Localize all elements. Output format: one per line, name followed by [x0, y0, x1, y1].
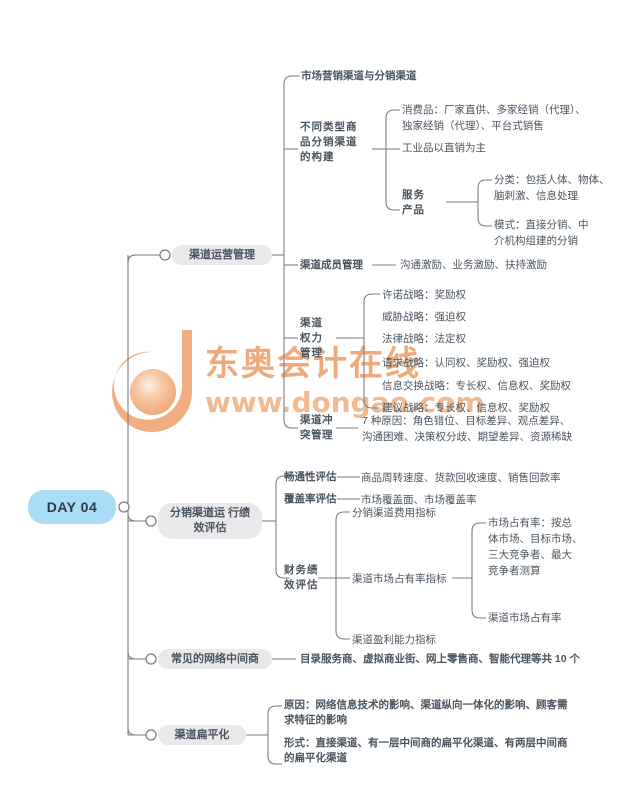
node-threat-strategy[interactable]: 威胁战略：强迫权	[382, 311, 466, 323]
node-smoothness-evaluation[interactable]: 畅通性评估	[284, 471, 337, 483]
branch-common-network-intermediaries[interactable]: 常见的网络中间商	[158, 649, 272, 669]
node-channel-market-share[interactable]: 渠道市场占有率	[488, 612, 562, 624]
node-smoothness-evaluation-value[interactable]: 商品周转速度、货款回收速度、销售回款率	[361, 472, 561, 484]
node-flattening-forms[interactable]: 形式：直接渠道、有一层中间商的扁平化渠道、有两层中间商 的扁平化渠道	[284, 737, 568, 764]
node-coverage-evaluation[interactable]: 覆盖率评估	[284, 493, 337, 505]
node-flattening-causes[interactable]: 原因：网络信息技术的影响、渠道纵向一体化的影响、顾客需 求特征的影响	[284, 699, 568, 726]
node-different-product-type-channel-construction[interactable]: 不同类型商 品分销渠道 的构建	[300, 121, 358, 163]
node-request-strategy[interactable]: 请求战略：认同权、奖励权、强迫权	[382, 357, 550, 369]
node-suggestion-strategy[interactable]: 建议战略：专长权、信息权、奖励权	[382, 402, 550, 414]
node-channel-power-management[interactable]: 渠道 权力 管理	[300, 317, 323, 359]
node-marketing-and-distribution-channel[interactable]: 市场营销渠道与分销渠道	[301, 70, 417, 82]
root-node-day-04[interactable]: DAY 04	[28, 490, 116, 524]
node-industrial-goods[interactable]: 工业品以直销为主	[402, 142, 486, 154]
node-channel-profitability-index[interactable]: 渠道盈利能力指标	[352, 634, 436, 646]
node-service-classification[interactable]: 分类：包括人体、物体、 脑刺激、信息处理	[494, 174, 610, 202]
node-financial-performance-evaluation[interactable]: 财务绩 效评估	[284, 564, 319, 591]
node-service-product[interactable]: 服务 产品	[402, 189, 425, 216]
branch-distribution-channel-performance-evaluation[interactable]: 分销渠道运 行绩效评估	[158, 503, 262, 539]
node-channel-market-share-index[interactable]: 渠道市场占有率指标	[352, 573, 447, 585]
node-channel-member-incentives[interactable]: 沟通激励、业务激励、扶持激励	[400, 259, 547, 271]
node-coverage-evaluation-value[interactable]: 市场覆盖面、市场覆盖率	[361, 494, 477, 506]
branch-channel-operation-management[interactable]: 渠道运营管理	[172, 245, 272, 265]
node-channel-conflict-management[interactable]: 渠道冲 突管理	[300, 414, 333, 441]
node-service-mode[interactable]: 模式：直接分销、中 介机构组建的分销	[494, 219, 589, 247]
node-promise-strategy[interactable]: 许诺战略：奖励权	[382, 289, 466, 301]
branch-channel-flattening[interactable]: 渠道扁平化	[158, 725, 246, 745]
node-channel-member-management[interactable]: 渠道成员管理	[300, 259, 363, 271]
node-legal-strategy[interactable]: 法律战略：法定权	[382, 333, 466, 345]
node-channel-cost-index[interactable]: 分销渠道费用指标	[352, 507, 436, 519]
node-info-exchange-strategy[interactable]: 信息交换战略：专长权、信息权、奖励权	[382, 380, 571, 392]
node-seven-causes[interactable]: 7 种原因：角色错位、目标差异、观点差异、 沟通困难、决策权分歧、期望差异、资源…	[362, 415, 572, 443]
node-intermediary-list[interactable]: 目录服务商、虚拟商业街、网上零售商、智能代理等共 10 个	[300, 653, 581, 665]
node-market-share-calc[interactable]: 市场占有率：按总 体市场、目标市场、 三大竞争者、最大 竞争者测算	[488, 517, 583, 577]
node-consumer-goods[interactable]: 消费品：厂家直供、多家经销（代理）、 独家经销（代理）、平台式销售	[402, 104, 586, 132]
